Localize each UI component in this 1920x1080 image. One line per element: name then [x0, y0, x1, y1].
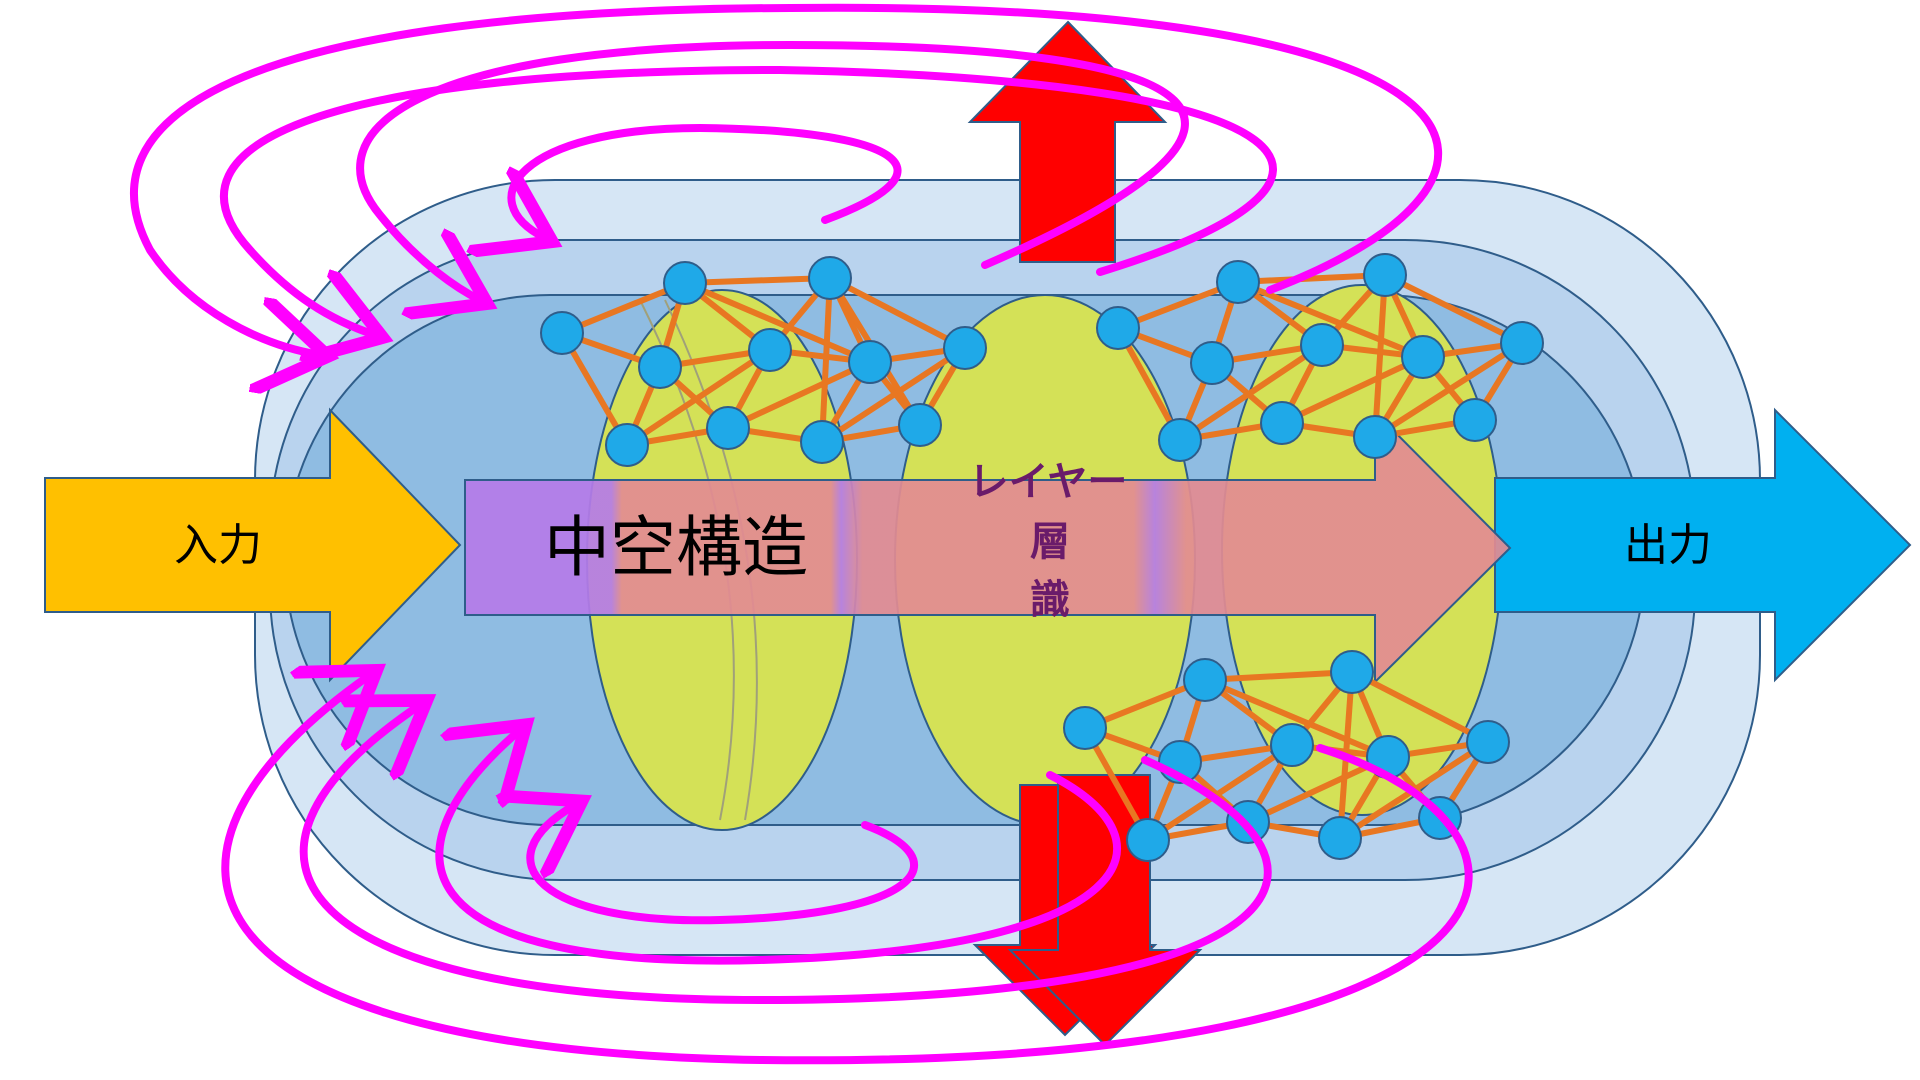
loop-bottom-3: [299, 705, 1272, 1005]
layer-label-line2: 層: [1030, 519, 1070, 565]
loop-bottom-1: [530, 805, 919, 925]
loop-bottom-4: [221, 675, 1473, 1065]
output-arrow: [1494, 407, 1912, 683]
loop-top-1: [511, 123, 902, 238]
neural-network-top-right-nodes: [1096, 253, 1544, 462]
loop-bottom-2: [435, 730, 1121, 965]
loop-top-2: [356, 40, 1189, 300]
feedback-loops: [130, 3, 1473, 1065]
output-label: 出力: [1624, 520, 1712, 571]
neural-network-bottom-right-nodes: [1063, 650, 1510, 862]
loop-top-3: [219, 65, 1277, 335]
input-arrow: [44, 407, 462, 683]
layer-label-line3: 識: [1030, 577, 1070, 623]
loop-top-4: [130, 3, 1443, 355]
core-label: 中空構造: [544, 509, 808, 586]
core-arrow: [464, 409, 1512, 685]
input-label: 入力: [174, 520, 262, 571]
neural-network-top-left-nodes: [540, 256, 987, 467]
layer-label-line1: レイヤー: [969, 459, 1128, 505]
